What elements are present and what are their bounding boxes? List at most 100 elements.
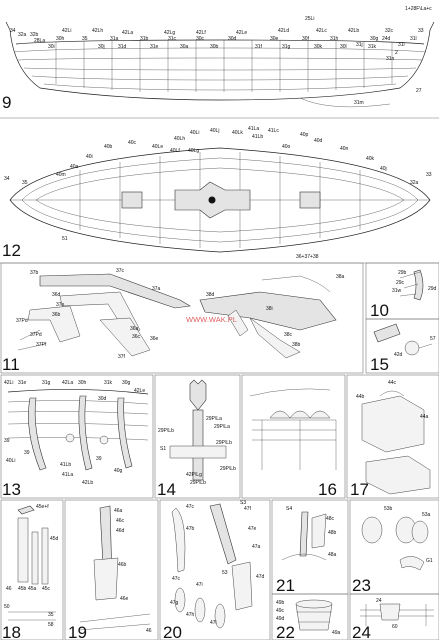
panel-18-labels: 45e+f 45d 45b 45a 45c 46 50 58 35 <box>4 504 59 628</box>
label: 44b <box>356 394 365 400</box>
label: 47e <box>248 526 257 532</box>
panel-23-labels: 53b 53a G1 <box>384 506 433 564</box>
label: 31c <box>168 36 177 42</box>
label: 40Lf <box>170 148 180 154</box>
panel-22-labels: 49b 49c 49d 49a <box>276 600 341 636</box>
label: 40Li <box>6 458 15 464</box>
label: 30a <box>180 44 189 50</box>
label: G1 <box>426 558 433 564</box>
label: 47g <box>170 600 179 606</box>
label: 40Lj <box>210 128 219 134</box>
label: 47i <box>210 620 217 626</box>
label: 42Li <box>4 380 13 386</box>
label: 40Lg <box>188 148 199 154</box>
panel-number: 10 <box>370 301 389 320</box>
panel-number: 15 <box>370 355 389 374</box>
label: 47c <box>186 504 195 510</box>
label: 31b <box>140 36 149 42</box>
label: 36d <box>52 292 61 298</box>
panel-17: 44c 44b 44a 17 <box>346 374 439 499</box>
label: 60 <box>392 624 398 630</box>
label: S4 <box>286 506 292 512</box>
label: 30g <box>122 380 131 386</box>
panel-13: 42Li 31e 31g 42La 30h 31k 30g 42Le 39 40… <box>0 374 154 499</box>
label: 40n <box>340 146 349 152</box>
panel-number: 11 <box>2 355 20 374</box>
label: 50 <box>4 604 10 610</box>
panel-20-labels: 47c 47b 47f S3 47e 47a 47d 53 47c 47i 47… <box>170 500 265 626</box>
label: 37Pd <box>30 332 42 338</box>
panel-number: 19 <box>68 623 87 640</box>
barrel-drawing <box>295 599 333 631</box>
label: S1 <box>160 446 166 452</box>
label: 47i <box>196 582 203 588</box>
label: 46c <box>116 518 125 524</box>
label: 37Pd <box>16 318 28 324</box>
stem-detail-drawing <box>399 269 424 301</box>
label: 45d <box>50 536 59 542</box>
panel-15: 42d 57 15 <box>365 318 439 374</box>
label: 33 <box>426 172 432 178</box>
label: 27 <box>416 88 422 94</box>
panel-19: 46a 46c 46d 46b 46e 46 19 <box>64 499 159 640</box>
panel-18: 45e+f 45d 45b 45a 45c 46 50 58 35 18 <box>0 499 64 640</box>
label: 37f <box>118 354 126 360</box>
panel-20: 47c 47b 47f S3 47e 47a 47d 53 47c 47i 47… <box>159 499 271 640</box>
label: 53 <box>222 570 228 576</box>
label: 31e <box>18 380 27 386</box>
chest-drawing <box>361 390 431 495</box>
label: 30h <box>56 36 65 42</box>
label: 42Le <box>134 388 145 394</box>
label: 42Lh <box>92 28 103 34</box>
label: 40k <box>366 156 375 162</box>
label: 53b <box>384 506 393 512</box>
label: 49b <box>276 600 285 606</box>
label: 47a <box>252 544 261 550</box>
label: 45e+f <box>36 504 49 510</box>
label: 39 <box>96 456 102 462</box>
label: 36b <box>52 312 61 318</box>
panel-22: 49b 49c 49d 49a 22 <box>271 593 349 640</box>
label: 35 <box>48 612 54 618</box>
label: 47f <box>244 506 252 512</box>
label: 46b <box>118 562 127 568</box>
label: 42Lg <box>164 30 175 36</box>
label: 39 <box>24 450 30 456</box>
panel-number: 9 <box>2 93 11 112</box>
label: 46d <box>116 528 125 534</box>
label: 30g <box>370 36 379 42</box>
label: 30h <box>78 380 87 386</box>
label: 29d <box>428 286 437 292</box>
label: 30e <box>270 36 279 42</box>
label: 31g <box>42 380 51 386</box>
label: 30f <box>302 36 310 42</box>
shield-row-drawing <box>373 323 433 356</box>
shield-rack-drawing <box>249 388 337 470</box>
label: 47d <box>256 574 265 580</box>
hull-side-drawing <box>5 21 435 108</box>
label: 36c <box>132 334 141 340</box>
hull-plan-drawing <box>9 147 431 253</box>
label: 30d <box>98 396 107 402</box>
panel-21-labels: S4 48c 48b 48a <box>286 506 337 558</box>
panel-11-labels: 37b 37c 38a 36d 37a 37e 38d 36b 38i 37Pd… <box>16 268 345 360</box>
panel-16: 16 <box>241 374 346 499</box>
label: 44a <box>420 414 429 420</box>
label: 40o <box>282 144 291 150</box>
label: 1+28F\La+c <box>405 6 432 12</box>
label: 42Lb <box>82 480 93 486</box>
panel-9: 1+28F\La+c 25Li 34 32a 32b 28La 42Li 42L… <box>2 6 435 112</box>
label: 37a <box>152 286 161 292</box>
label: 36a <box>130 326 139 332</box>
label: 45c <box>42 586 51 592</box>
label: 37Pf <box>36 342 47 348</box>
rudder-drawing <box>79 505 151 631</box>
label: 34 <box>4 176 10 182</box>
label: 42Ld <box>278 28 289 34</box>
label: 29P\Lb <box>190 480 206 486</box>
label: 29P\Lb <box>158 428 174 434</box>
panel-number: 21 <box>276 576 295 595</box>
deck-detail-drawing <box>360 603 434 626</box>
label: 41Lc <box>268 128 279 134</box>
label: 24 <box>376 598 382 604</box>
